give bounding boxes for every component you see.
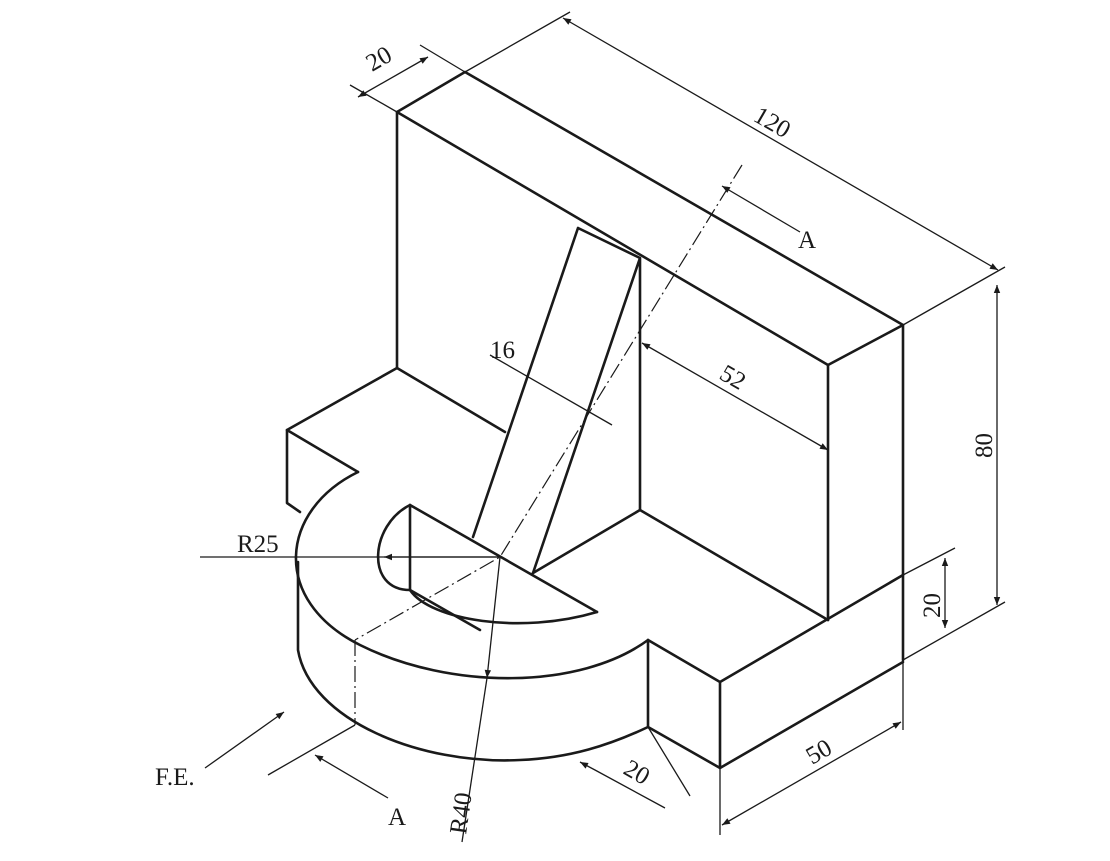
- dim-base-width: 50: [802, 734, 837, 770]
- dim-slot-position: 52: [715, 360, 750, 396]
- center-lines: [354, 164, 743, 725]
- dim-wall-thickness: 20: [362, 41, 397, 77]
- object-outline: [285, 70, 905, 770]
- dimension-labels: 20 120 80 20 50 20 52 16 R25 R40 A A F.E…: [155, 41, 998, 836]
- section-label-top: A: [798, 227, 816, 254]
- dim-height: 80: [971, 433, 998, 458]
- section-label-bottom: A: [388, 804, 406, 831]
- dimension-lines: [200, 11, 1006, 843]
- dim-inner-radius: R25: [237, 531, 279, 558]
- dim-base-height: 20: [919, 593, 946, 618]
- dim-slot-width: 16: [490, 337, 515, 364]
- dim-length: 120: [749, 102, 795, 144]
- front-elevation-label: F.E.: [155, 764, 195, 791]
- dim-outer-radius: R40: [445, 791, 478, 836]
